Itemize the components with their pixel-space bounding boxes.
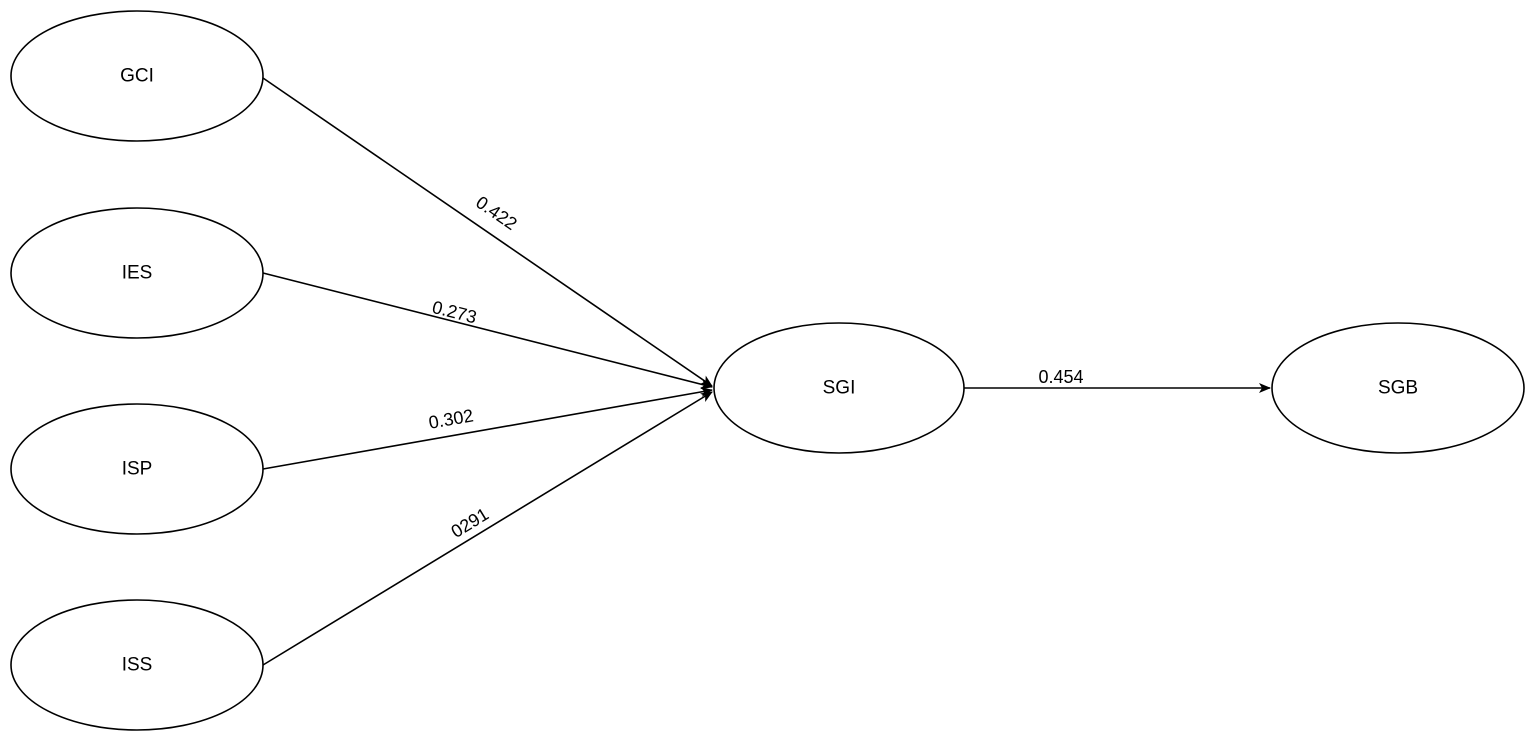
edge-ies-sgi	[262, 272, 713, 390]
edge-label-iss-sgi: 0291	[448, 504, 493, 542]
node-label-sgb: SGB	[1378, 378, 1418, 399]
node-label-gci: GCI	[120, 66, 154, 87]
edge-label-sgi-sgb: 0.454	[1038, 367, 1083, 387]
edge-label-gci-sgi: 0.422	[472, 192, 520, 234]
edge-iss-sgi	[262, 391, 713, 666]
edge-label-ies-sgi: 0.273	[430, 297, 479, 327]
node-sgb: SGB	[1271, 322, 1525, 454]
node-ies: IES	[10, 207, 264, 339]
node-sgi: SGI	[713, 322, 965, 454]
node-label-isp: ISP	[122, 459, 153, 480]
edge-gci-sgi	[262, 77, 713, 387]
edge-isp-sgi	[262, 386, 713, 470]
node-label-ies: IES	[122, 263, 153, 284]
node-isp: ISP	[10, 403, 264, 535]
edge-label-isp-sgi: 0.302	[427, 405, 475, 433]
node-label-sgi: SGI	[823, 378, 856, 399]
node-iss: ISS	[10, 599, 264, 731]
node-gci: GCI	[10, 10, 264, 142]
node-label-iss: ISS	[122, 655, 153, 676]
